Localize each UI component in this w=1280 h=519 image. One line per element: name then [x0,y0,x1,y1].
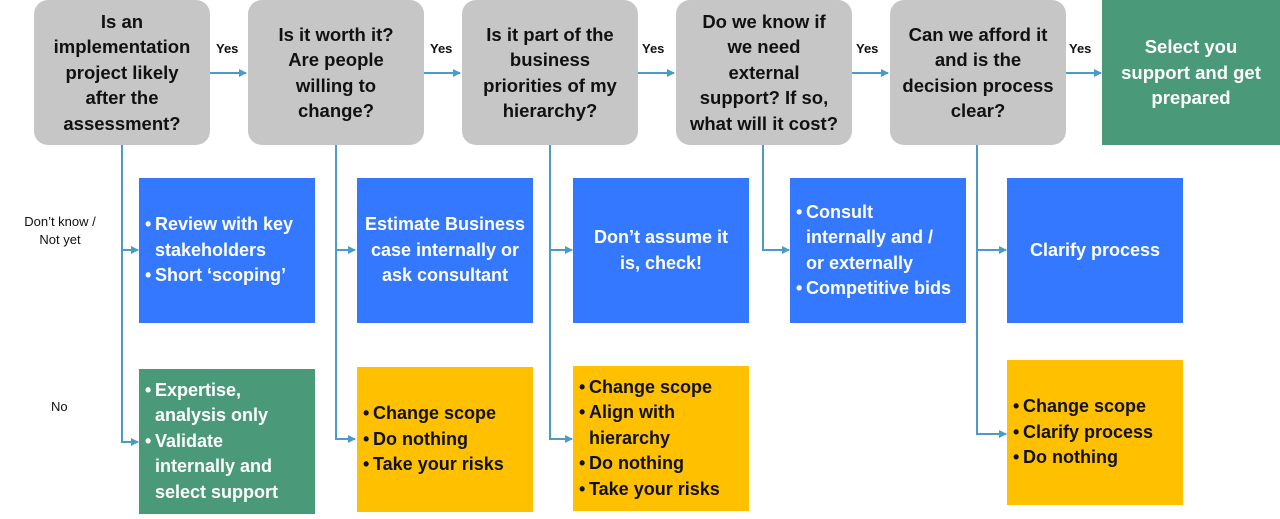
list-item: •Do nothing [1013,445,1179,471]
list-item-text: Change scope [373,403,497,424]
list-item-text: Competitive bids [806,278,952,298]
list-item-text: Clarify process [1023,421,1154,442]
question-box-5: Can we afford it and is the decision pro… [890,0,1066,145]
box-text: Don’t assume it is, check! [593,227,729,273]
list-item: •Review with key stakeholders [145,212,311,263]
question-box-3: Is it part of the business priorities of… [462,0,638,145]
question-box-1: Is an implementation project likely afte… [34,0,210,145]
yes-label-1: Yes [216,41,239,56]
list-item-text: Align with hierarchy [589,402,675,448]
list-item: •Do nothing [363,427,529,453]
bullet-icon: • [363,403,370,424]
list-item-text: Review with key stakeholders [155,214,294,260]
yellow-box-5: •Change scope •Clarify process •Do nothi… [1007,360,1183,505]
yes-label-3: Yes [642,41,665,56]
bullet-icon: • [796,278,803,298]
box-text: Clarify process [1029,239,1161,260]
list-item: •Change scope [579,375,745,401]
list-item: •Take your risks [363,452,529,478]
yes-label-5: Yes [1069,41,1092,56]
yes-label-4: Yes [856,41,879,56]
list-item: •Change scope [1013,394,1179,420]
list-item: •Do nothing [579,451,745,477]
row-label-text: Don’t know / Not yet [24,214,96,247]
list-item: •Expertise, analysis only [145,378,311,429]
bullet-icon: • [363,428,370,449]
blue-box-2: Estimate Business case internally or ask… [357,178,533,323]
bullet-icon: • [145,379,152,400]
final-step-box: Select you support and get prepared [1102,0,1280,145]
bullet-icon: • [579,453,586,474]
question-text: Is it worth it? Are people willing to ch… [278,23,394,122]
bullet-icon: • [1013,447,1020,468]
list-item: •Short ‘scoping’ [145,263,311,289]
list-item: •Change scope [363,401,529,427]
bullet-icon: • [1013,421,1020,442]
green-box-1: •Expertise, analysis only •Validate inte… [139,369,315,514]
bullet-icon: • [363,454,370,475]
list-item: •Competitive bids [796,276,962,302]
bullet-icon: • [579,402,586,423]
list-item-text: Consult internally and / or externally [806,201,934,273]
bullet-icon: • [145,430,152,451]
question-box-2: Is it worth it? Are people willing to ch… [248,0,424,145]
list-item: •Take your risks [579,477,745,503]
yellow-box-3: •Change scope •Align with hierarchy •Do … [573,366,749,511]
bullet-icon: • [1013,396,1020,417]
question-text: Is an implementation project likely afte… [53,10,191,134]
blue-box-1: •Review with key stakeholders •Short ‘sc… [139,178,315,323]
list-item-text: Expertise, analysis only [155,379,269,426]
list-item: •Validate internally and select support [145,429,311,506]
list-item-text: Take your risks [373,454,504,475]
list-item-text: Take your risks [589,478,720,499]
list-item: •Clarify process [1013,420,1179,446]
question-text: Is it part of the business priorities of… [483,23,617,122]
list-item-text: Validate internally and select support [155,430,279,502]
question-text: Do we know if we need external support? … [689,10,838,134]
box-text: Estimate Business case internally or ask… [364,214,526,286]
final-step-text: Select you support and get prepared [1121,36,1261,109]
blue-box-3: Don’t assume it is, check! [573,178,749,323]
yellow-box-2: •Change scope •Do nothing •Take your ris… [357,367,533,512]
question-box-4: Do we know if we need external support? … [676,0,852,145]
blue-box-4: •Consult internally and / or externally … [790,178,966,323]
list-item-text: Change scope [589,376,713,397]
bullet-icon: • [145,265,152,286]
list-item-text: Do nothing [1023,447,1118,468]
list-item: •Consult internally and / or externally [796,200,962,277]
bullet-icon: • [579,478,586,499]
list-item-text: Do nothing [373,428,468,449]
list-item: •Align with hierarchy [579,400,745,451]
bullet-icon: • [796,201,803,222]
yes-label-2: Yes [430,41,453,56]
row-label-dont-know: Don’t know / Not yet [14,213,106,249]
list-item-text: Short ‘scoping’ [155,265,287,286]
bullet-icon: • [579,376,586,397]
bullet-icon: • [145,214,152,235]
question-text: Can we afford it and is the decision pro… [902,23,1054,122]
blue-box-5: Clarify process [1007,178,1183,323]
row-label-no: No [51,399,68,414]
list-item-text: Change scope [1023,396,1147,417]
list-item-text: Do nothing [589,453,684,474]
